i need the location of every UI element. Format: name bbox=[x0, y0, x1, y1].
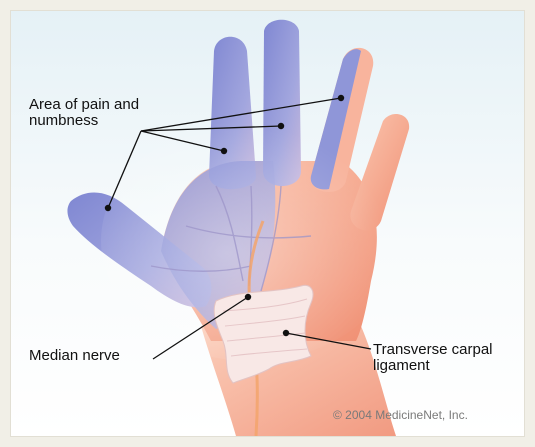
label-median-nerve: Median nerve bbox=[29, 348, 120, 364]
illustration-panel: Area of pain and numbness Median nerve T… bbox=[10, 10, 525, 437]
label-area-of-pain-and-numbness: Area of pain and numbness bbox=[29, 97, 139, 129]
label-transverse-carpal-ligament: Transverse carpal ligament bbox=[373, 342, 493, 374]
copyright-notice: © 2004 MedicineNet, Inc. bbox=[333, 408, 468, 422]
